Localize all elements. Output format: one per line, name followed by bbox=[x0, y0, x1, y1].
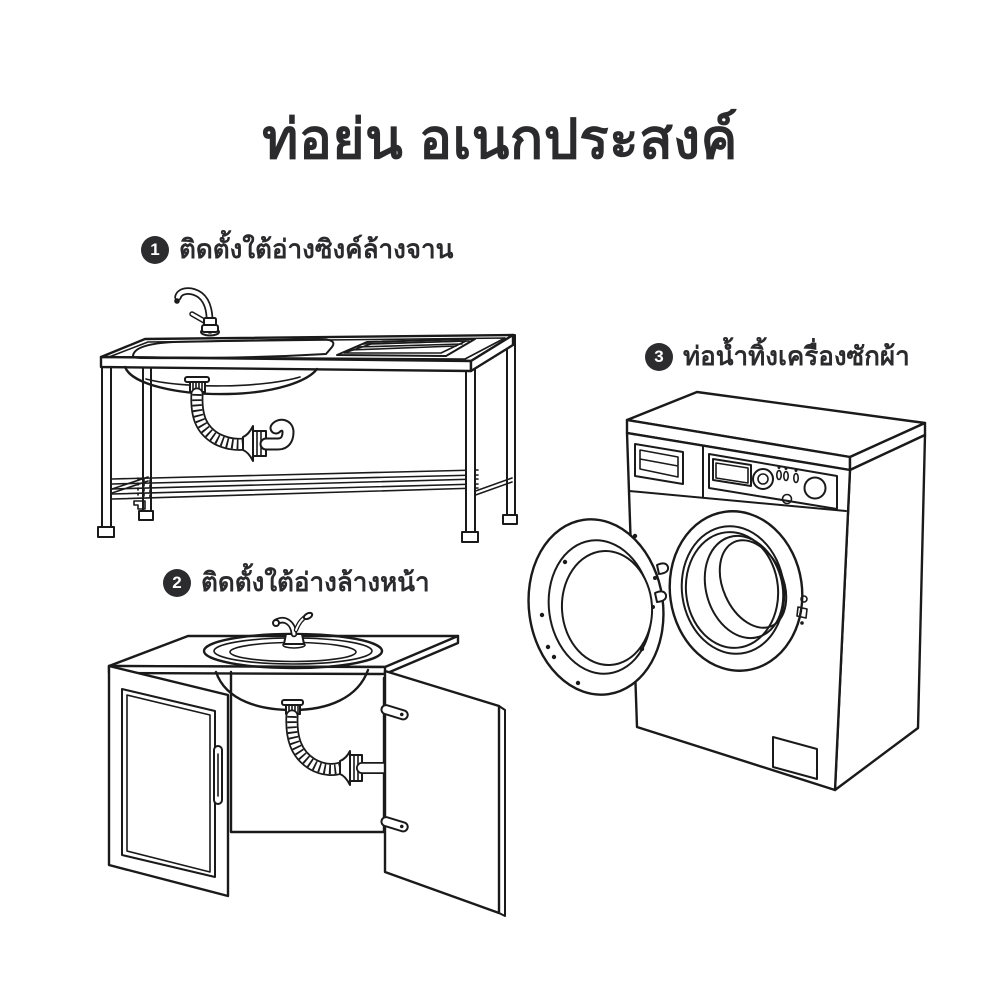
corrugated-drain-hose bbox=[281, 699, 392, 786]
sink-countertop bbox=[99, 333, 515, 373]
machine-control-panel bbox=[634, 443, 838, 510]
door-hinge bbox=[380, 704, 409, 833]
sink-drainboard bbox=[336, 338, 476, 357]
machine-porthole bbox=[668, 510, 808, 672]
use-case-2-text: ติดตั้งใต้อ่างล้างหน้า bbox=[201, 567, 430, 597]
display-screen bbox=[712, 458, 752, 487]
machine-open-door bbox=[527, 518, 670, 696]
sink-lower-shelf bbox=[105, 469, 513, 510]
door-glass bbox=[560, 550, 654, 666]
door-latch bbox=[796, 595, 808, 625]
corrugated-drain-hose bbox=[184, 376, 295, 462]
number-3-badge: 3 bbox=[645, 342, 673, 371]
number-1-badge: 1 bbox=[141, 235, 169, 264]
machine-top bbox=[625, 390, 927, 472]
page-title: ท่อย่น อเนกประสงค์ bbox=[262, 108, 738, 170]
vanity-left-door bbox=[107, 664, 230, 898]
use-case-3-text: ท่อน้ำทิ้งเครื่องซักผ้า bbox=[683, 341, 910, 371]
sink-bowl bbox=[123, 338, 335, 396]
kitchen-sink-illustration bbox=[97, 287, 518, 543]
use-case-1-label: 1 ติดตั้งใต้อ่างซิงค์ล้างจาน bbox=[141, 229, 453, 270]
machine-body bbox=[625, 431, 927, 792]
power-button bbox=[803, 476, 827, 500]
kitchen-faucet bbox=[174, 287, 220, 337]
vanity-faucet bbox=[272, 611, 314, 649]
program-knob bbox=[752, 468, 774, 490]
use-case-3-label: 3 ท่อน้ำทิ้งเครื่องซักผ้า bbox=[645, 336, 910, 377]
vanity-right-door bbox=[380, 669, 506, 917]
detergent-drawer bbox=[634, 443, 684, 485]
access-panel bbox=[772, 736, 818, 780]
number-2-badge: 2 bbox=[163, 568, 191, 597]
washing-machine-illustration bbox=[527, 390, 927, 792]
use-case-1-text: ติดตั้งใต้อ่างซิงค์ล้างจาน bbox=[179, 234, 454, 264]
use-case-2-label: 2 ติดตั้งใต้อ่างล้างหน้า bbox=[163, 562, 430, 603]
door-screws bbox=[539, 533, 645, 686]
control-buttons bbox=[775, 466, 799, 484]
sink-front-legs bbox=[97, 363, 479, 543]
bathroom-vanity-illustration bbox=[107, 611, 506, 917]
door-hinge bbox=[651, 562, 670, 609]
